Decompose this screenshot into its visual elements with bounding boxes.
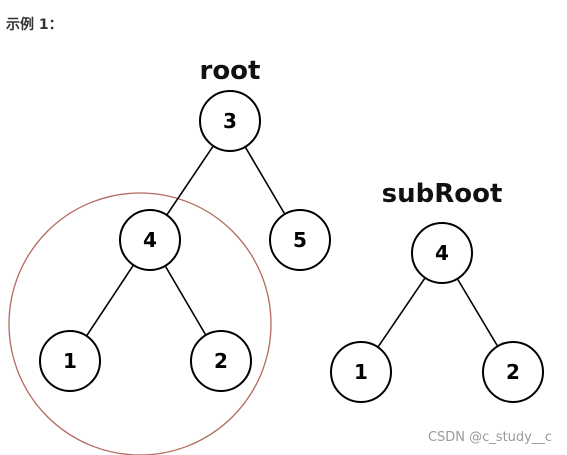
edge-r3-r4 (166, 145, 214, 216)
node-circle (199, 90, 261, 152)
tree-node-s2: 2 (482, 341, 544, 403)
node-label: 3 (223, 109, 237, 133)
node-circle (482, 341, 544, 403)
edge-r3-r5 (244, 146, 286, 215)
edge-r4-r2 (164, 265, 207, 336)
tree-node-s1: 1 (330, 341, 392, 403)
tree-node-r4: 4 (119, 209, 181, 271)
edge-r4-r1 (85, 264, 135, 337)
tree-node-s4: 4 (411, 222, 473, 284)
node-label: 4 (143, 228, 157, 252)
node-label: 4 (435, 241, 449, 265)
node-label: 2 (506, 360, 520, 384)
node-label: 2 (214, 349, 228, 373)
tree-node-r3: 3 (199, 90, 261, 152)
node-label: 1 (354, 360, 368, 384)
edge-s4-s2 (456, 278, 499, 347)
watermark: CSDN @c_study__c (428, 430, 552, 445)
example-heading: 示例 1： (6, 17, 63, 33)
node-circle (411, 222, 473, 284)
node-circle (39, 330, 101, 392)
node-label: 1 (63, 349, 77, 373)
node-circle (190, 330, 252, 392)
subroot-tree-title: subRoot (382, 179, 503, 209)
tree-node-r2: 2 (190, 330, 252, 392)
edge-s4-s1 (377, 277, 426, 348)
edges-layer (85, 145, 499, 348)
node-circle (330, 341, 392, 403)
root-tree-title: root (200, 56, 261, 86)
nodes-layer: 3 4 5 1 2 4 1 2 (39, 90, 544, 403)
node-circle (119, 209, 181, 271)
node-label: 5 (293, 228, 307, 252)
node-circle (269, 209, 331, 271)
tree-node-r1: 1 (39, 330, 101, 392)
tree-node-r5: 5 (269, 209, 331, 271)
subtree-highlight-ring (8, 192, 272, 455)
